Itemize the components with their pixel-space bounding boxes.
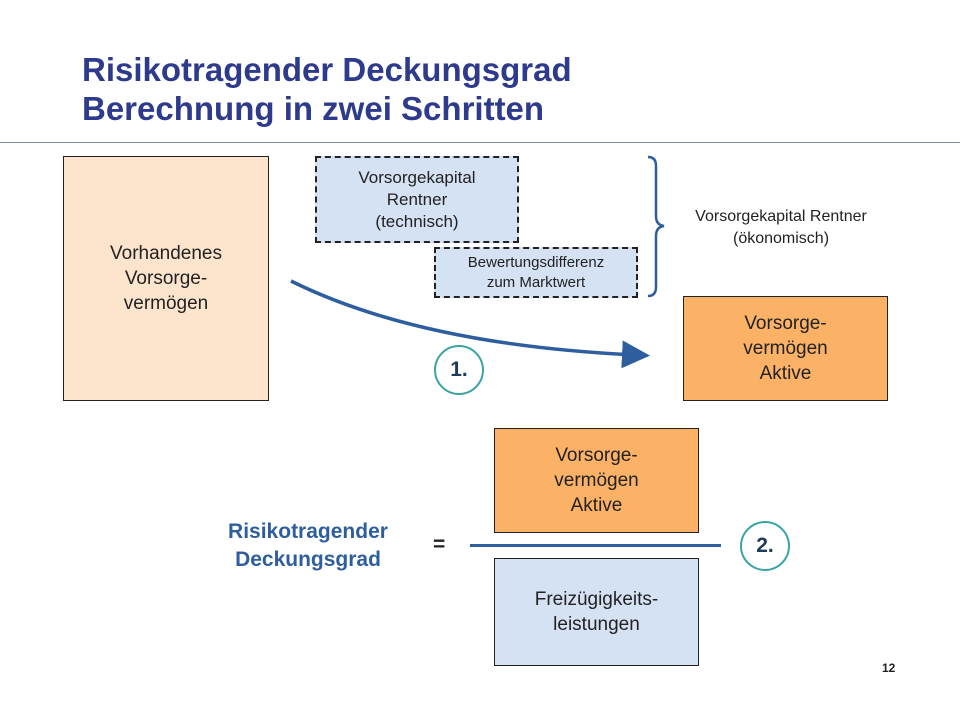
vorhandenes-vorsorgevermoegen-box: Vorhandenes Vorsorge- vermögen	[63, 156, 269, 401]
step-1-circle: 1.	[434, 345, 484, 395]
page-number: 12	[882, 661, 896, 675]
vorsorgekapital-technisch-box: Vorsorgekapital Rentner (technisch)	[315, 156, 519, 243]
vorsorgevermoegen-aktive-label: Vorsorge- vermögen Aktive	[743, 313, 828, 384]
title-divider	[0, 142, 960, 143]
vorhandenes-label: Vorhandenes Vorsorge- vermögen	[110, 243, 222, 314]
bewertungsdifferenz-label: Bewertungsdifferenz zum Marktwert	[467, 253, 605, 291]
numerator-label: Vorsorge- vermögen Aktive	[554, 445, 639, 516]
step-2-number: 2.	[756, 534, 774, 557]
vorsorgekapital-oekonomisch-label: Vorsorgekapital Rentner (ökonomisch)	[695, 208, 867, 247]
vorsorgekapital-technisch-label: Vorsorgekapital Rentner (technisch)	[358, 167, 476, 231]
slide-title: Risikotragender Deckungsgrad Berechnung …	[82, 50, 902, 128]
step-1-number: 1.	[450, 358, 468, 381]
numerator-box: Vorsorge- vermögen Aktive	[494, 428, 699, 533]
denominator-label: Freizügigkeits- leistungen	[534, 589, 659, 635]
vorsorgevermoegen-aktive-box: Vorsorge- vermögen Aktive	[683, 296, 888, 401]
denominator-box: Freizügigkeits- leistungen	[494, 558, 699, 666]
step-2-circle: 2.	[740, 521, 790, 571]
equals-sign: =	[433, 533, 446, 556]
title-line-1: Risikotragender Deckungsgrad	[82, 51, 572, 88]
bewertungsdifferenz-box: Bewertungsdifferenz zum Marktwert	[434, 247, 638, 298]
risikotragender-deckungsgrad-label: Risikotragender Deckungsgrad	[228, 520, 388, 571]
curly-brace	[647, 155, 665, 298]
title-line-2: Berechnung in zwei Schritten	[82, 90, 545, 127]
transfer-arrow	[290, 279, 650, 369]
fraction-line	[470, 544, 721, 547]
